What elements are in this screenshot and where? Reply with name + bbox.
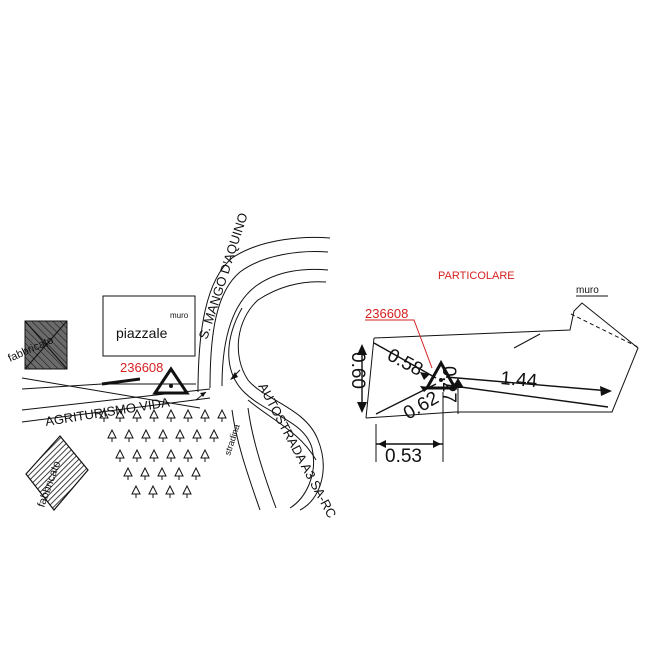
tree-icon — [182, 484, 192, 498]
dimension-0-58: 0.58 — [384, 345, 427, 381]
dimension-1-44: 1.44 — [500, 368, 539, 392]
tree-icon — [132, 448, 142, 462]
dimension-0-53: 0.53 — [385, 446, 422, 467]
tree-icon — [157, 466, 167, 480]
dimension-0-62: 0.62 — [400, 388, 443, 425]
label-road-mango: S. MANGO D'AQUINO — [196, 211, 251, 341]
tree-icon — [148, 484, 158, 498]
label-stradina: stradina — [222, 423, 241, 457]
tree-icon — [123, 466, 133, 480]
tree-icon — [131, 484, 141, 498]
benchmark-label-detail: 236608 — [365, 306, 408, 321]
tree-icon — [158, 428, 168, 442]
tree-icon — [200, 408, 210, 422]
tree-icon — [165, 484, 175, 498]
label-agriturismo: AGRITURISMO VIDA — [44, 394, 171, 429]
building-bottom — [25, 435, 89, 511]
tree-icon — [107, 428, 117, 442]
tree-icon — [149, 408, 159, 422]
tree-icon — [192, 428, 202, 442]
detail-title: PARTICOLARE — [438, 270, 515, 282]
tree-icon — [200, 448, 210, 462]
tree-icon — [115, 408, 125, 422]
building-top — [24, 320, 68, 370]
tree-icon — [166, 448, 176, 462]
wall-outline — [365, 295, 641, 419]
tree-icon — [217, 408, 227, 422]
tree-icon — [183, 408, 193, 422]
tree-icon — [140, 466, 150, 480]
label-muro-detail: muro — [576, 285, 599, 296]
tree-icon — [183, 448, 193, 462]
site-map: fabbricato fabbricato piazzale muro 2366… — [6, 211, 339, 521]
tree-icon — [149, 448, 159, 462]
benchmark-label-map: 236608 — [120, 360, 163, 375]
benchmark-triangle-detail — [424, 359, 458, 390]
tree-icon — [175, 428, 185, 442]
tree-icon — [115, 448, 125, 462]
tree-icon — [191, 466, 201, 480]
tree-icon — [166, 408, 176, 422]
tree-icon — [99, 408, 109, 422]
dimension-lines — [357, 342, 612, 462]
label-muro-map: muro — [170, 311, 189, 320]
tree-icon — [141, 428, 151, 442]
tree-icon — [132, 408, 142, 422]
tree-symbols — [99, 408, 227, 498]
tree-icon — [209, 428, 219, 442]
piazzale-area — [102, 295, 196, 357]
detail-view: PARTICOLARE muro 236608 — [347, 270, 641, 467]
dimension-0-27: 0.27 — [438, 366, 459, 403]
label-autostrada: AUTOSTRADA A3 SA-RC — [255, 380, 339, 520]
tree-icon — [124, 428, 134, 442]
tree-icon — [174, 466, 184, 480]
dimension-0-60: 0.60 — [347, 352, 368, 389]
benchmark-triangle-map — [152, 366, 190, 395]
label-piazzale: piazzale — [116, 325, 168, 341]
curved-roads — [195, 236, 331, 511]
